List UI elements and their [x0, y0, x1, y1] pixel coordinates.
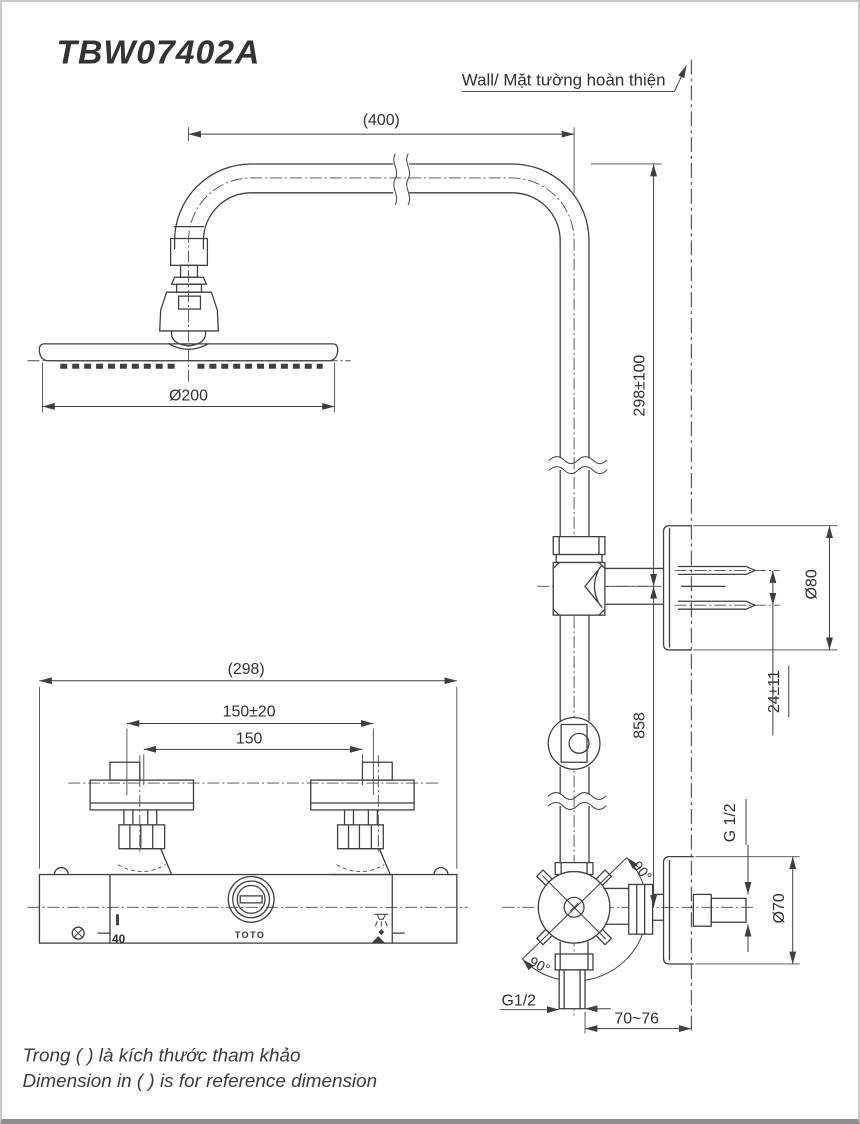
pipe-break-riser-upper: [548, 456, 608, 475]
brand-logo: TOTO: [235, 930, 265, 940]
temp-index-mark: [115, 914, 119, 926]
dim-mixer-height: 858: [632, 712, 649, 739]
dim-angle-bottom: 90°: [527, 953, 553, 977]
slide-connector: [547, 716, 601, 770]
dim-wall-clearance: 70~76: [614, 1011, 659, 1028]
dim-mixer-width: (298): [228, 661, 265, 678]
flow-indicator: [371, 936, 386, 944]
wall-label: Wall/ Mặt tường hoàn thiện: [462, 70, 666, 89]
temp-scale-label: 40: [112, 932, 126, 946]
dim-arm-reach: (400): [363, 112, 400, 129]
centerlines: [27, 177, 780, 1016]
footnotes: Trong ( ) là kích thước tham khảo Dimens…: [23, 1045, 378, 1092]
dim-lower-flange-diameter: Ø70: [771, 893, 788, 923]
head-disc: [38, 343, 339, 362]
dim-upper-flange-diameter: Ø80: [804, 569, 821, 599]
shower-head: [38, 225, 339, 369]
upper-flange: [662, 525, 693, 651]
dim-inlet-span: 150: [236, 730, 263, 747]
mixer-front-view: 40 TOTO: [38, 761, 458, 946]
lower-flange: [662, 855, 694, 965]
mixer-body: [38, 873, 458, 944]
dim-head-diameter: Ø200: [169, 388, 208, 405]
shower-arm-and-riser: [173, 153, 608, 864]
mixer-valve-side-view: 90° 90°: [522, 855, 747, 1010]
note-vietnamese: Trong ( ) là kích thước tham khảo: [23, 1045, 301, 1066]
wall-reference: Wall/ Mặt tường hoàn thiện: [461, 59, 692, 1034]
page-title: TBW07402A: [56, 34, 260, 72]
note-english: Dimension in ( ) is for reference dimens…: [23, 1071, 378, 1092]
dim-inlet-span-adjust: 150±20: [223, 704, 276, 721]
pipe-break-arm: [393, 153, 411, 206]
dim-outlet-thread: G1/2: [502, 993, 537, 1010]
dim-pin-spacing: 24±11: [766, 670, 783, 713]
mounting-pins: [677, 565, 757, 610]
pipe-break-riser-lower: [547, 792, 607, 810]
diverter-knob: [227, 875, 275, 923]
dim-inlet-thread: G 1/2: [722, 803, 739, 842]
upper-wall-bracket: [552, 525, 757, 651]
dim-angle-top: 90°: [630, 858, 656, 884]
dimensions: (400) Ø200 298±100 858 Ø80 24±11 G 1/2 Ø…: [39, 112, 838, 1034]
fixing-screw: [71, 926, 85, 940]
shower-mode-icon: [374, 913, 389, 936]
dim-riser-height: 298±100: [632, 355, 649, 417]
